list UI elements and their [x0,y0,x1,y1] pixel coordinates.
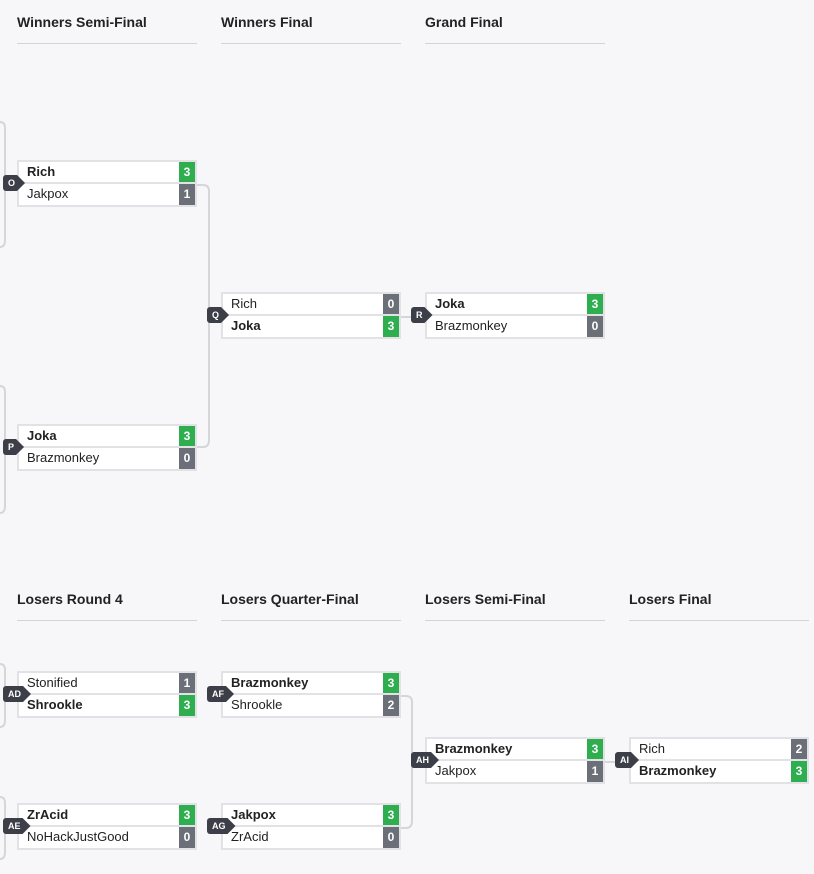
player-score: 0 [179,827,195,848]
player-name: Rich [27,164,56,179]
player-row[interactable]: Rich 2 [629,737,809,761]
player-name: Brazmonkey [231,675,309,690]
player-row[interactable]: Rich 3 [17,160,197,184]
player-name: ZrAcid [27,807,69,822]
player-score: 0 [383,294,399,314]
player-score: 3 [179,695,195,716]
player-score: 2 [791,739,807,759]
player-row[interactable]: ZrAcid 0 [221,827,401,850]
player-name: Joka [27,428,57,443]
player-row[interactable]: Brazmonkey 3 [629,761,809,784]
match-id-badge[interactable]: AH [411,752,439,768]
player-row[interactable]: Joka 3 [425,292,605,316]
player-name: Brazmonkey [435,318,508,333]
round-header-losers-round-4: Losers Round 4 [17,577,197,621]
match-id-badge[interactable]: O [3,175,25,191]
player-row[interactable]: Shrookle 2 [221,695,401,718]
player-row[interactable]: Joka 3 [17,424,197,448]
player-row[interactable]: Brazmonkey 3 [221,671,401,695]
player-name: Joka [231,318,261,333]
round-header-winners-semi-final: Winners Semi-Final [17,0,197,44]
match-id-badge[interactable]: P [3,439,24,455]
player-row[interactable]: Rich 0 [221,292,401,316]
match-id-badge[interactable]: R [411,307,433,323]
player-row[interactable]: Joka 3 [221,316,401,339]
match-id-badge[interactable]: AD [3,686,31,702]
player-row[interactable]: Jakpox 3 [221,803,401,827]
player-score: 3 [179,162,195,182]
player-name: Shrookle [231,697,283,712]
player-name: Joka [435,296,465,311]
player-name: NoHackJustGood [27,829,129,844]
player-name: Jakpox [231,807,276,822]
player-name: Stonified [27,675,78,690]
round-header-grand-final: Grand Final [425,0,605,44]
player-score: 3 [383,316,399,337]
player-name: Rich [231,296,258,311]
round-header-losers-quarter-final: Losers Quarter-Final [221,577,401,621]
player-name: Jakpox [435,763,477,778]
player-score: 3 [179,426,195,446]
player-name: Jakpox [27,186,69,201]
player-row[interactable]: Shrookle 3 [17,695,197,718]
player-name: Rich [639,741,666,756]
player-row[interactable]: Brazmonkey 0 [425,316,605,339]
match-id-badge[interactable]: AE [3,818,31,834]
player-row[interactable]: Jakpox 1 [17,184,197,207]
player-score: 3 [383,673,399,693]
player-row[interactable]: Jakpox 1 [425,761,605,784]
player-row[interactable]: Stonified 1 [17,671,197,695]
player-row[interactable]: NoHackJustGood 0 [17,827,197,850]
player-score: 0 [587,316,603,337]
round-header-losers-final: Losers Final [629,577,809,621]
round-header-losers-semi-final: Losers Semi-Final [425,577,605,621]
player-row[interactable]: ZrAcid 3 [17,803,197,827]
player-name: Brazmonkey [27,450,100,465]
match-id-badge[interactable]: Q [207,307,229,323]
player-score: 3 [791,761,807,782]
player-score: 0 [179,448,195,469]
player-score: 0 [383,827,399,848]
player-name: ZrAcid [231,829,269,844]
round-header-winners-final: Winners Final [221,0,401,44]
player-name: Brazmonkey [435,741,513,756]
player-score: 1 [587,761,603,782]
player-score: 3 [383,805,399,825]
player-score: 3 [587,739,603,759]
player-score: 2 [383,695,399,716]
match-id-badge[interactable]: AF [207,686,234,702]
player-score: 1 [179,184,195,205]
player-score: 1 [179,673,195,693]
player-row[interactable]: Brazmonkey 3 [425,737,605,761]
player-name: Brazmonkey [639,763,717,778]
match-id-badge[interactable]: AG [207,818,236,834]
player-row[interactable]: Brazmonkey 0 [17,448,197,471]
player-score: 3 [179,805,195,825]
player-name: Shrookle [27,697,83,712]
match-id-badge[interactable]: AI [615,752,639,768]
player-score: 3 [587,294,603,314]
